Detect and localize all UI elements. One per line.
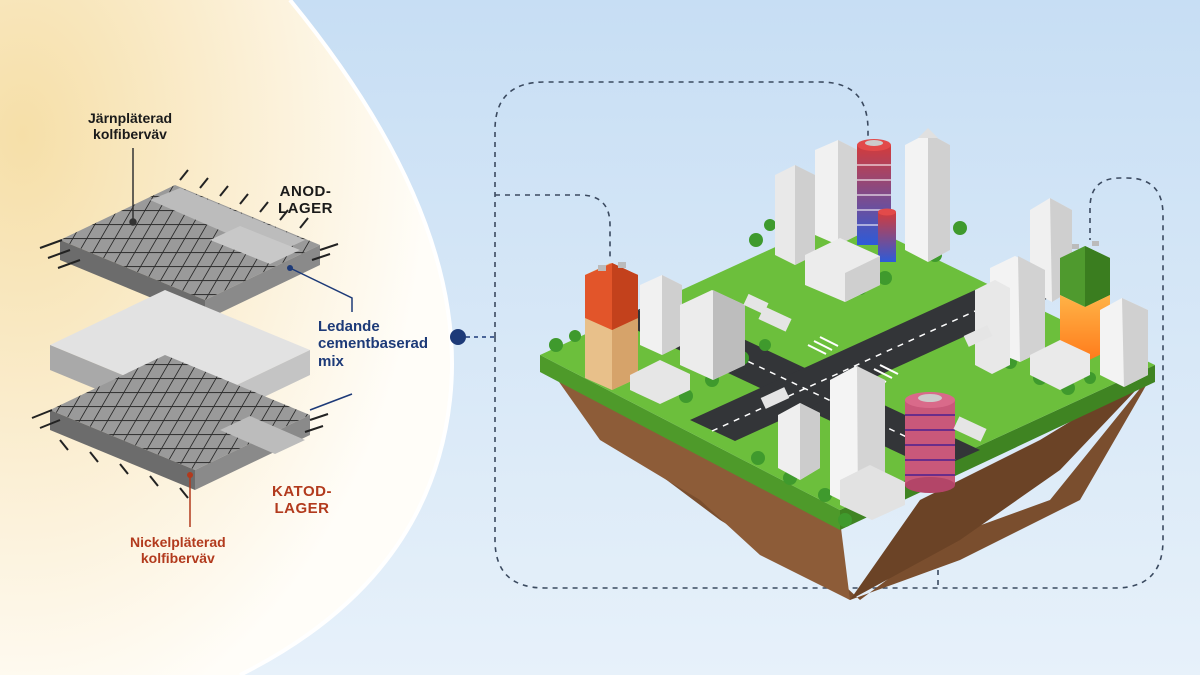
buildings xyxy=(585,128,1148,520)
label-conductive-mix: Ledande cementbaserad mix xyxy=(318,318,428,370)
leader-lines xyxy=(129,148,353,527)
connector xyxy=(450,329,495,345)
label-anode-mesh-line2: kolfiberväv xyxy=(93,126,167,143)
label-anode-mesh-line1: Järnpläterad xyxy=(88,110,173,126)
label-anode-mesh: Järnpläterad kolfiberväv xyxy=(88,110,172,142)
label-conductive-mix-line1: Ledande xyxy=(318,318,380,335)
label-cathode-mesh-line2: kolfiberväv xyxy=(140,550,215,567)
anode-layer-slab xyxy=(39,169,339,320)
cream-panel-edge xyxy=(239,0,454,675)
label-cathode-mesh-line1: Nickelpläterad xyxy=(130,534,226,550)
city-island xyxy=(540,128,1155,600)
label-cathode-layer-line2: LAGER xyxy=(274,500,330,518)
label-conductive-mix-line2: cementbaserad xyxy=(318,335,429,353)
label-anode-layer-line2: LAGER xyxy=(278,200,333,218)
label-conductive-mix-line3: mix xyxy=(318,352,344,370)
label-anode-layer: ANOD- LAGER xyxy=(278,183,333,218)
label-anode-layer-line1: ANOD- xyxy=(279,183,332,200)
label-cathode-layer-line1: KATOD- xyxy=(272,483,332,500)
label-cathode-layer: KATOD- LAGER xyxy=(272,483,332,518)
label-cathode-mesh: Nickelpläterad kolfiberväv xyxy=(130,534,226,566)
cathode-layer-slab xyxy=(31,355,329,499)
